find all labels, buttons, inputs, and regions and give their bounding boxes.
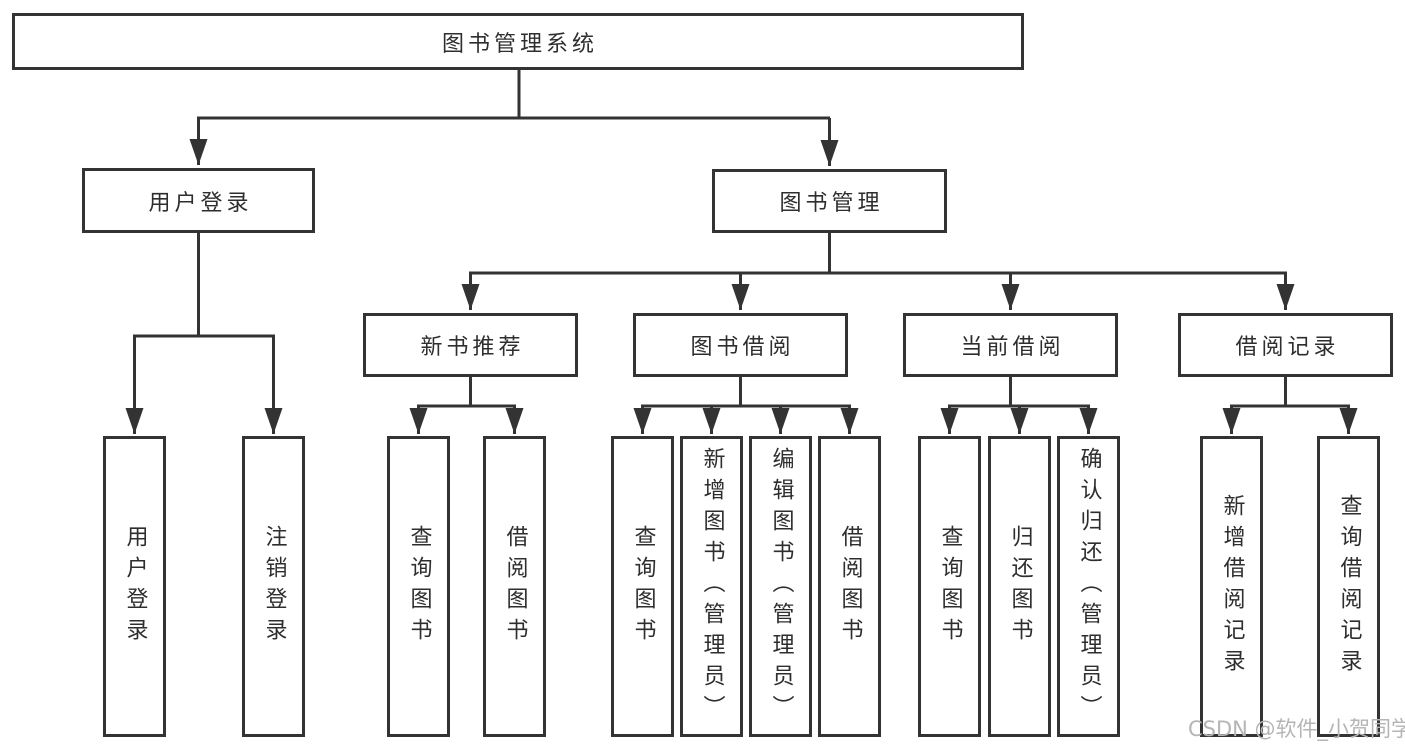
leaf-return-book: 归还图书 <box>988 436 1051 737</box>
leaf-borrow-book-2-label: 借阅图书 <box>837 524 863 649</box>
node-book-borrow-label: 图书借阅 <box>690 335 795 360</box>
leaf-query-book-3: 查询图书 <box>918 436 981 737</box>
csdn-watermark: CSDN @软件_小贺同学 <box>1188 717 1405 741</box>
leaf-borrow-book-2: 借阅图书 <box>818 436 881 737</box>
leaf-confirm-return-admin: 确认归还（管理员） <box>1057 436 1120 737</box>
leaf-logout-label: 注销登录 <box>261 524 287 649</box>
leaf-edit-book-admin: 编辑图书（管理员） <box>749 436 812 737</box>
leaf-query-book-1: 查询图书 <box>387 436 450 737</box>
edges-current-borrow <box>940 377 1098 434</box>
node-new-book-recommend-label: 新书推荐 <box>420 335 525 360</box>
node-book-borrow: 图书借阅 <box>633 313 848 377</box>
leaf-add-book-admin: 新增图书（管理员） <box>680 436 743 737</box>
node-user-login-label: 用户登录 <box>148 190 253 216</box>
leaf-edit-book-admin-label: 编辑图书（管理员） <box>768 447 794 726</box>
node-borrow-record-label: 借阅记录 <box>1235 335 1340 360</box>
node-current-borrow-label: 当前借阅 <box>960 335 1065 360</box>
node-current-borrow: 当前借阅 <box>903 313 1118 377</box>
leaf-logout: 注销登录 <box>242 436 305 737</box>
leaf-borrow-book-1: 借阅图书 <box>483 436 546 737</box>
node-user-login: 用户登录 <box>82 168 315 233</box>
edges-user-login <box>125 233 283 434</box>
edges-book-management <box>461 233 1295 310</box>
leaf-user-login-label: 用户登录 <box>122 524 148 649</box>
edges-book-borrow <box>633 377 859 434</box>
leaf-confirm-return-admin-label: 确认归还（管理员） <box>1076 447 1102 726</box>
leaf-query-borrow-record-label: 查询借阅记录 <box>1336 493 1362 680</box>
leaf-query-book-3-label: 查询图书 <box>937 524 963 649</box>
node-book-management-label: 图书管理 <box>779 191 884 216</box>
edges-root <box>189 70 839 166</box>
leaf-add-borrow-record: 新增借阅记录 <box>1200 436 1263 737</box>
leaf-query-borrow-record: 查询借阅记录 <box>1317 436 1380 737</box>
leaf-query-book-2-label: 查询图书 <box>630 524 656 649</box>
node-new-book-recommend: 新书推荐 <box>363 313 578 377</box>
leaf-user-login: 用户登录 <box>103 436 166 737</box>
edges-borrow-record <box>1222 377 1358 434</box>
leaf-add-book-admin-label: 新增图书（管理员） <box>699 447 725 726</box>
node-root-label: 图书管理系统 <box>441 31 598 57</box>
leaf-return-book-label: 归还图书 <box>1007 524 1033 649</box>
node-book-management: 图书管理 <box>712 169 947 233</box>
leaf-borrow-book-1-label: 借阅图书 <box>502 524 528 649</box>
edges-new-book-recommend <box>409 377 524 434</box>
node-root: 图书管理系统 <box>12 13 1024 70</box>
leaf-add-borrow-record-label: 新增借阅记录 <box>1219 493 1245 680</box>
leaf-query-book-2: 查询图书 <box>611 436 674 737</box>
leaf-query-book-1-label: 查询图书 <box>406 524 432 649</box>
node-borrow-record: 借阅记录 <box>1178 313 1393 377</box>
